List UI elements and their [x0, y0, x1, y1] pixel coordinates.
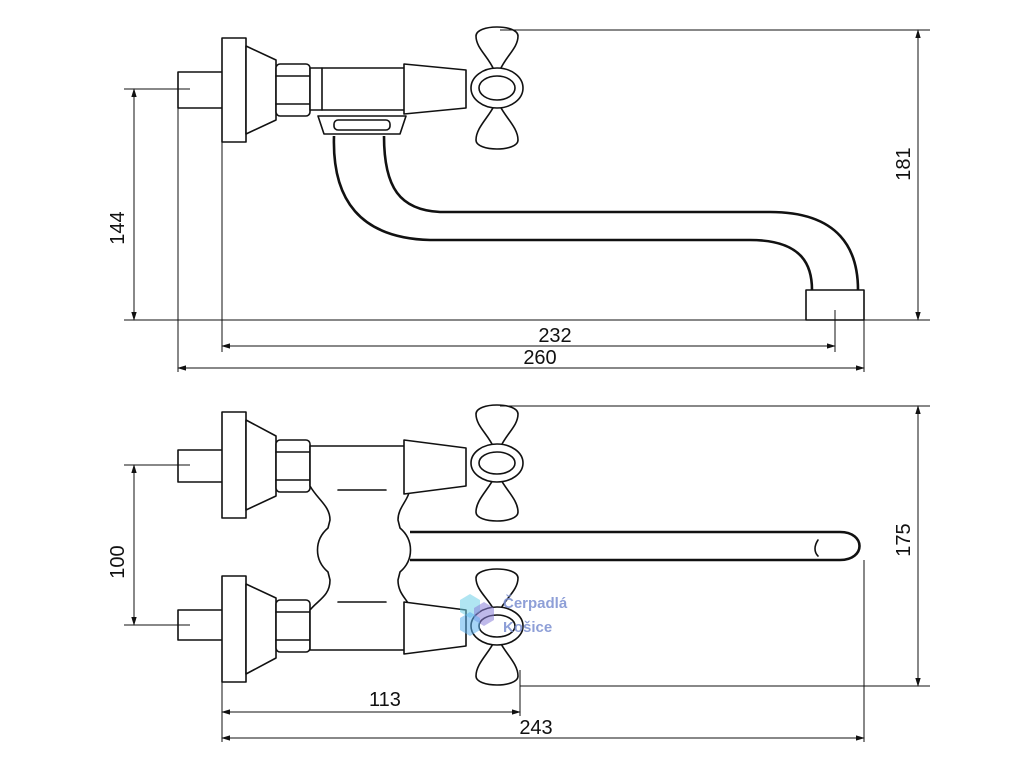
bottom-inlet-pipe-upper [177, 449, 225, 483]
bottom-hex-nut-upper [275, 439, 311, 493]
top-flange-cone [245, 45, 277, 135]
watermark-logo: Čerpadlá Košice [460, 594, 568, 636]
top-hex-nut [275, 63, 311, 117]
top-valve-bonnet [403, 63, 467, 115]
top-valve-body [309, 67, 411, 111]
dim-label-232: 232 [538, 325, 571, 347]
watermark-text-line1: Čerpadlá [503, 594, 568, 612]
top-view-dimensions: 144 181 232 260 [107, 29, 930, 372]
bottom-cross-handle-upper [470, 404, 524, 522]
top-cross-handle [470, 26, 524, 150]
top-wall-flange [221, 37, 247, 143]
bottom-wall-flange-upper [221, 411, 247, 519]
bottom-valve-bonnet-upper [403, 439, 467, 495]
dim-label-144: 144 [107, 211, 129, 244]
dim-label-260: 260 [523, 347, 556, 369]
dim-label-100: 100 [107, 545, 129, 578]
bottom-view-dimensions: 100 175 113 243 [107, 405, 930, 742]
bottom-hex-nut-lower [275, 599, 311, 653]
watermark-hexagon-icon [460, 594, 494, 636]
bottom-wall-flange-lower [221, 575, 247, 683]
dim-label-243: 243 [519, 717, 552, 739]
watermark-text-line2: Košice [503, 619, 552, 636]
top-spout-inner [382, 135, 860, 291]
bottom-view-faucet [177, 404, 861, 686]
top-view-faucet [177, 26, 865, 321]
top-inlet-pipe [177, 71, 225, 109]
bottom-valve-bonnet-lower [403, 601, 467, 655]
dim-label-181: 181 [893, 147, 915, 180]
top-spout-outer [332, 135, 814, 291]
dim-label-175: 175 [893, 523, 915, 556]
dim-label-113: 113 [369, 689, 401, 711]
bottom-mixer-body [309, 445, 412, 651]
bottom-spout [410, 530, 861, 562]
